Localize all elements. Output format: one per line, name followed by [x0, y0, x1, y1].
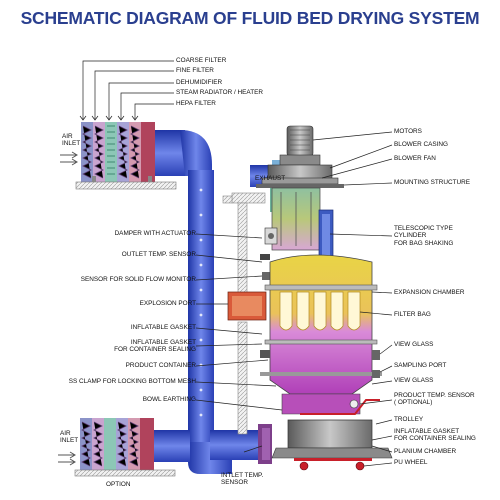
label-air-inlet-bottom: AIR INLET [60, 430, 79, 445]
label-inflatable-gasket-container: INFLATABLE GASKET FOR CONTAINER SEALING [114, 339, 196, 354]
label-planium-chamber: PLANIUM CHAMBER [394, 448, 457, 455]
label-pu-wheel: PU WHEEL [394, 459, 428, 466]
blower-assembly [256, 125, 344, 188]
label-damper-actuator: DAMPER WITH ACTUATOR [114, 230, 196, 237]
trolley [271, 399, 393, 471]
air-duct [180, 130, 272, 474]
diagram-title: SCHEMATIC DIAGRAM OF FLUID BED DRYING SY… [20, 8, 480, 28]
bottom-filter-bank [74, 418, 190, 477]
label-ss-clamp: SS CLAMP FOR LOCKING BOTTOM MESH [68, 378, 196, 385]
label-blower-casing: BLOWER CASING [394, 141, 448, 148]
label-blower-fan: BLOWER FAN [394, 155, 436, 162]
label-product-container: PRODUCT CONTAINER [125, 362, 196, 369]
upper-tower [260, 187, 321, 280]
label-option: OPTION [106, 481, 131, 488]
dryer-vessel [227, 254, 382, 415]
label-filter-bag: FILTER BAG [394, 311, 431, 318]
label-dehumidifier: DEHUMIDIFIER [176, 79, 223, 86]
label-fine-filter: FINE FILTER [176, 67, 214, 74]
air-inlet-arrows [58, 151, 78, 466]
label-hepa-filter: HEPA FILTER [176, 100, 216, 107]
label-inflatable-gasket: INFLATABLE GASKET [130, 324, 196, 331]
label-telescopic-cylinder: TELESCOPIC TYPE CYLINDER FOR BAG SHAKING [394, 225, 454, 247]
label-outlet-temp-sensor: OUTLET TEMP. SENSOR [121, 251, 196, 258]
label-sampling-port: SAMPLING PORT [394, 362, 447, 369]
label-air-inlet-top: AIR INLET [62, 133, 81, 148]
building-walls [222, 192, 266, 435]
label-inflatable-gasket-sealing: INFLATABLE GASKET FOR CONTAINER SEALING [394, 428, 476, 443]
label-explosion-port: EXPLOSION PORT [139, 300, 196, 307]
top-filter-bank [75, 122, 185, 190]
label-expansion-chamber: EXPANSION CHAMBER [394, 289, 465, 296]
right-pointer-lines [312, 131, 393, 467]
label-inlet-temp-sensor: INTLET TEMP. SENSOR [221, 472, 264, 487]
label-solid-flow-sensor: SENSOR FOR SOLID FLOW MONITOR [80, 276, 196, 283]
label-bowl-earthing: BOWL EARTHING [142, 396, 196, 403]
label-trolley: TROLLEY [394, 416, 424, 423]
filter-pointer-lines [79, 60, 174, 121]
label-steam-radiator: STEAM RADIATOR / HEATER [176, 89, 263, 96]
label-view-glass-lower: VIEW GLASS [394, 377, 434, 384]
left-pointer-lines [195, 233, 283, 453]
label-motors: MOTORS [394, 128, 422, 135]
label-mounting-structure: MOUNTING STRUCTURE [394, 179, 470, 186]
label-coarse-filter: COARSE FILTER [176, 57, 227, 64]
label-view-glass-upper: VIEW GLASS [394, 341, 434, 348]
label-exhaust: EXHAUST [255, 175, 286, 182]
label-product-temp-sensor: PRODUCT TEMP. SENSOR ( OPTIONAL) [394, 392, 475, 407]
